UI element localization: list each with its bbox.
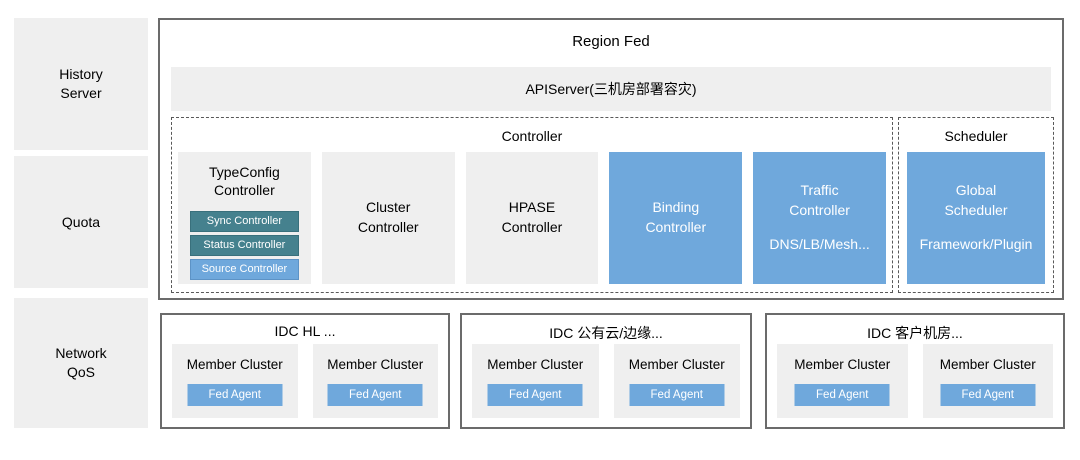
typeconfig-controller-box: TypeConfig Controller Sync Controller St…: [178, 152, 311, 284]
idc-group-public-cloud-edge: IDC 公有云/边缘... Member Cluster Fed Agent M…: [460, 313, 752, 429]
idc-group-hl: IDC HL ... Member Cluster Fed Agent Memb…: [160, 313, 450, 429]
status-controller-box: Status Controller: [189, 235, 299, 257]
member-cluster-box: Member Cluster Fed Agent: [777, 344, 908, 418]
scheduler-section: Scheduler Global Scheduler Framework/Plu…: [898, 117, 1054, 293]
member-cluster-box: Member Cluster Fed Agent: [472, 344, 599, 418]
fed-agent-box: Fed Agent: [794, 384, 890, 406]
fed-agent-box: Fed Agent: [940, 384, 1036, 406]
global-scheduler-title: Global Scheduler: [944, 182, 1008, 218]
member-cluster-label: Member Cluster: [487, 357, 584, 372]
sidebar-box-network-qos: Network QoS: [14, 298, 148, 428]
fed-agent-box: Fed Agent: [187, 384, 283, 406]
idc-group-label: IDC 客户机房...: [867, 325, 963, 341]
member-cluster-box: Member Cluster Fed Agent: [312, 344, 438, 418]
scheduler-section-label: Scheduler: [944, 128, 1008, 144]
global-scheduler-subtitle: Framework/Plugin: [919, 236, 1033, 253]
fed-agent-box: Fed Agent: [327, 384, 423, 406]
member-cluster-label: Member Cluster: [794, 357, 891, 372]
idc-cluster-row: Member Cluster Fed Agent Member Cluster …: [172, 344, 438, 418]
region-fed-title: Region Fed: [572, 33, 650, 50]
member-cluster-box: Member Cluster Fed Agent: [613, 344, 740, 418]
cluster-controller-box: Cluster Controller: [321, 152, 455, 284]
traffic-controller-subtitle: DNS/LB/Mesh...: [769, 236, 870, 253]
idc-cluster-row: Member Cluster Fed Agent Member Cluster …: [472, 344, 740, 418]
idc-group-customer-room: IDC 客户机房... Member Cluster Fed Agent Mem…: [765, 313, 1065, 429]
global-scheduler-box: Global Scheduler Framework/Plugin: [907, 152, 1045, 284]
member-cluster-label: Member Cluster: [939, 357, 1036, 372]
region-fed-panel: Region Fed APIServer(三机房部署容灾) Controller…: [158, 18, 1064, 300]
sidebar-box-quota: Quota: [14, 156, 148, 288]
traffic-controller-title: Traffic Controller: [789, 182, 850, 218]
idc-group-label: IDC HL ...: [274, 323, 336, 339]
idc-group-label: IDC 公有云/边缘...: [549, 325, 663, 341]
member-cluster-box: Member Cluster Fed Agent: [922, 344, 1053, 418]
fed-agent-box: Fed Agent: [487, 384, 583, 406]
hpase-controller-box: HPASE Controller: [465, 152, 599, 284]
member-cluster-label: Member Cluster: [628, 357, 725, 372]
source-controller-box: Source Controller: [189, 259, 299, 281]
apiserver-bar: APIServer(三机房部署容灾): [171, 67, 1051, 111]
member-cluster-label: Member Cluster: [186, 357, 283, 372]
binding-controller-box: Binding Controller: [609, 152, 743, 284]
traffic-controller-box: Traffic Controller DNS/LB/Mesh...: [753, 152, 886, 284]
sidebar-box-history-server: History Server: [14, 18, 148, 150]
member-cluster-box: Member Cluster Fed Agent: [172, 344, 298, 418]
member-cluster-label: Member Cluster: [327, 357, 424, 372]
idc-cluster-row: Member Cluster Fed Agent Member Cluster …: [777, 344, 1053, 418]
fed-agent-box: Fed Agent: [629, 384, 725, 406]
sync-controller-box: Sync Controller: [189, 211, 299, 233]
controller-section-label: Controller: [501, 128, 563, 144]
typeconfig-controller-title: TypeConfig Controller: [208, 164, 280, 199]
controller-section: Controller TypeConfig Controller Sync Co…: [171, 117, 893, 293]
controller-row: TypeConfig Controller Sync Controller St…: [178, 152, 886, 284]
